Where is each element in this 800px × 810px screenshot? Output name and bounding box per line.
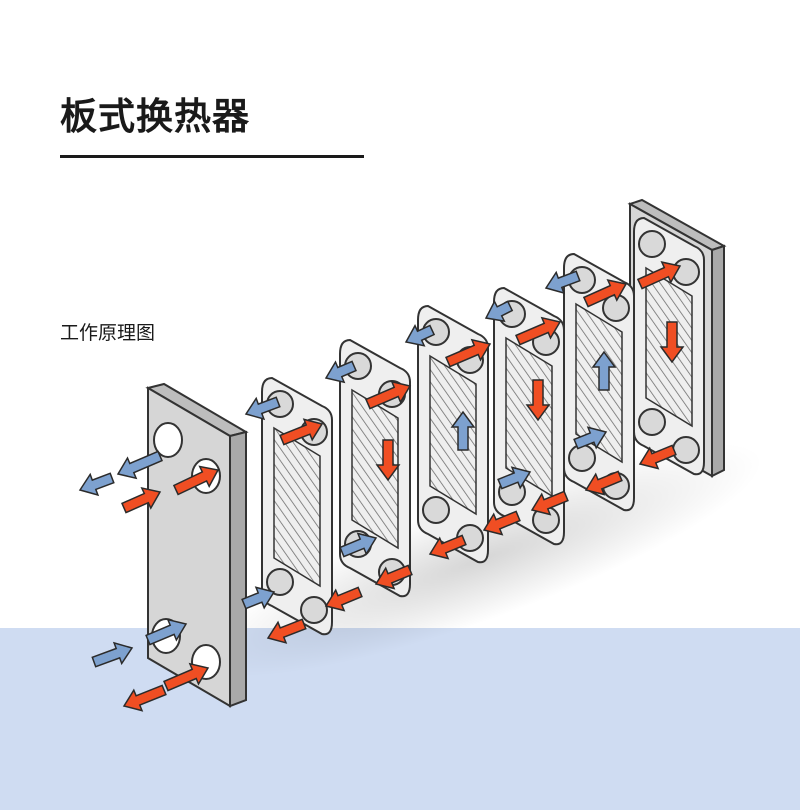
- hot-flow-arrow-icon: [375, 439, 401, 482]
- hot-flow-arrow-icon: [428, 534, 467, 560]
- cold-flow-arrow-icon: [91, 641, 134, 668]
- cold-flow-arrow-icon: [497, 466, 532, 490]
- cold-flow-arrow-icon: [591, 350, 617, 391]
- cold-flow-arrow-icon: [241, 586, 276, 610]
- floor-background: [0, 628, 800, 810]
- cold-flow-arrow-icon: [404, 324, 436, 347]
- hot-flow-arrow-icon: [515, 316, 562, 346]
- heat-transfer-plate: [417, 304, 489, 564]
- hot-flow-arrow-icon: [525, 379, 551, 422]
- hot-flow-arrow-icon: [582, 279, 628, 308]
- port-hole: [153, 422, 183, 458]
- port-hole: [672, 436, 700, 464]
- hot-flow-arrow-icon: [266, 618, 307, 644]
- cold-flow-arrow-icon: [324, 360, 357, 384]
- hot-flow-arrow-icon: [122, 684, 167, 712]
- cold-flow-arrow-icon: [244, 396, 281, 421]
- port-hole: [300, 596, 328, 624]
- fixed-frame-plate: [145, 382, 249, 708]
- hot-flow-arrow-icon: [482, 510, 521, 536]
- hot-flow-arrow-icon: [324, 586, 363, 612]
- hot-flow-arrow-icon: [659, 321, 685, 364]
- port-hole: [266, 568, 294, 596]
- corrugated-surface: [273, 426, 321, 588]
- port-hole: [422, 496, 450, 524]
- corrugated-surface: [429, 354, 477, 516]
- cold-flow-arrow-icon: [450, 410, 476, 451]
- hot-flow-arrow-icon: [365, 380, 412, 410]
- cold-flow-arrow-icon: [573, 426, 608, 450]
- cold-flow-arrow-icon: [78, 472, 115, 497]
- cold-flow-arrow-icon: [544, 270, 581, 295]
- cold-flow-arrow-icon: [484, 299, 514, 323]
- hot-flow-arrow-icon: [530, 490, 569, 516]
- title-divider: [60, 155, 364, 158]
- hot-flow-arrow-icon: [279, 418, 324, 446]
- hot-flow-arrow-icon: [638, 444, 677, 470]
- heat-transfer-plate: [339, 338, 411, 598]
- diagram-subtitle: 工作原理图: [60, 322, 156, 344]
- port-hole: [568, 444, 596, 472]
- cold-flow-arrow-icon: [116, 450, 163, 480]
- hot-flow-arrow-icon: [374, 564, 413, 590]
- port-hole: [638, 230, 666, 258]
- page-title: 板式换热器: [60, 95, 250, 138]
- corrugated-surface: [351, 388, 399, 550]
- hot-flow-arrow-icon: [163, 662, 210, 692]
- hot-flow-arrow-icon: [445, 338, 492, 368]
- hot-flow-arrow-icon: [172, 465, 220, 496]
- hot-flow-arrow-icon: [636, 261, 682, 290]
- port-hole: [638, 408, 666, 436]
- hot-flow-arrow-icon: [121, 486, 162, 514]
- hot-flow-arrow-icon: [584, 470, 623, 496]
- cold-flow-arrow-icon: [145, 618, 188, 646]
- heat-transfer-plate: [261, 376, 333, 636]
- cold-flow-arrow-icon: [339, 532, 378, 558]
